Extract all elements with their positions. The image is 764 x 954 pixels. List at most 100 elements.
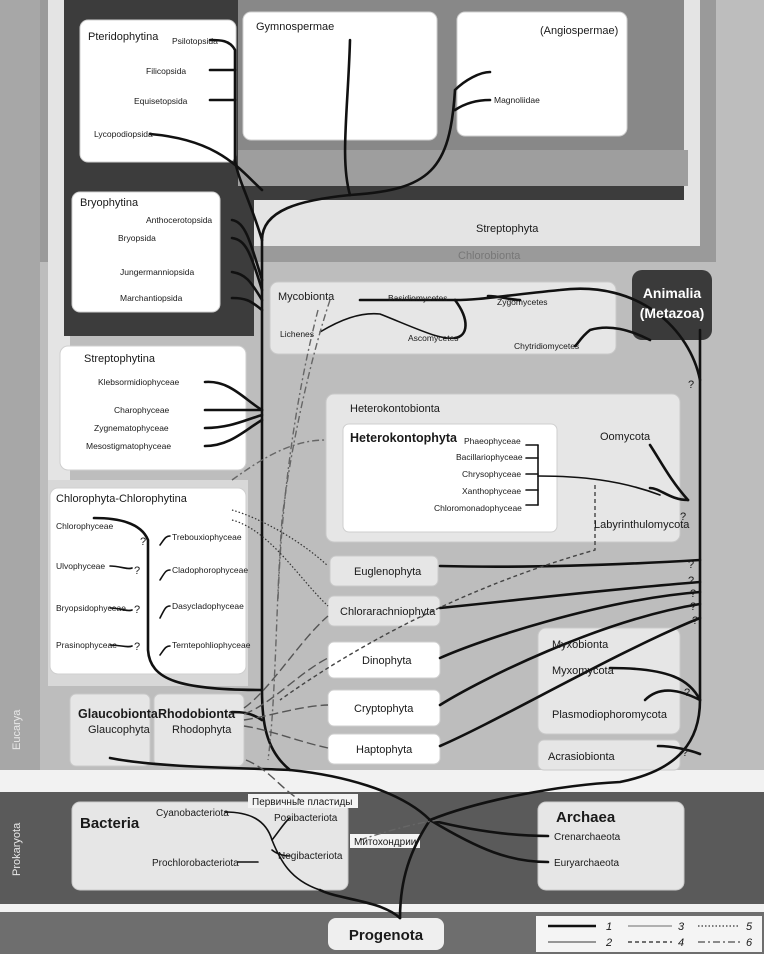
cyanobacteriota-label: Cyanobacteriota [156, 808, 229, 819]
mesostigmatophyceae-label: Mesostigmatophyceae [86, 441, 171, 451]
bacteria-box [71, 801, 349, 891]
zygomycetes-label: Zygomycetes [497, 297, 548, 307]
cladophorophyceae-label: Cladophorophyceae [172, 565, 248, 575]
magnoliidae-label: Magnoliidae [494, 95, 540, 105]
question-mark: ? [134, 641, 140, 653]
euryarchaeota-label: Euryarchaeota [554, 858, 619, 869]
chlorobionta-label: Chlorobionta [458, 250, 521, 262]
posibacteriota-label: Posibacteriota [274, 813, 338, 824]
charophyceae-label: Charophyceae [114, 405, 170, 415]
myxobionta-label: Myxobionta [552, 639, 609, 651]
streptophyta-label: Streptophyta [476, 223, 539, 235]
lichenes-label: Lichenes [280, 329, 314, 339]
question-mark: ? [134, 604, 140, 616]
cryptophyta-label: Cryptophyta [354, 703, 414, 715]
question-mark: ? [684, 687, 690, 699]
legend: 1 2 3 4 5 6 [548, 921, 753, 949]
dasycladophyceae-label: Dasycladophyceae [172, 601, 244, 611]
marchantiopsida-label: Marchantiopsida [120, 293, 183, 303]
cryptophyta-box [327, 689, 441, 727]
ulvophyceae-label: Ulvophyceae [56, 561, 105, 571]
negibacteriota-label: Negibacteriota [278, 851, 343, 862]
euglenophyta-label: Euglenophyta [354, 566, 422, 578]
labyrinthulomycota-label: Labyrinthulomycota [594, 519, 690, 531]
legend-label-5: 5 [746, 921, 753, 933]
klebsormidiophyceae-label: Klebsormidiophyceae [98, 377, 180, 387]
oomycota-label: Oomycota [600, 431, 651, 443]
haptophyta-box [327, 733, 441, 765]
bryopsidophyceae-label: Bryopsidophyceae [56, 603, 126, 613]
mitochondria-label: Митохондрии [354, 837, 416, 848]
chloromonadophyceae-label: Chloromonadophyceae [434, 503, 522, 513]
question-mark: ? [680, 511, 686, 523]
endosymbiosis-lines [231, 299, 596, 841]
mycobionta-label: Mycobionta [278, 291, 335, 303]
animalia-label: Animalia [643, 285, 702, 301]
glaucophyta-label: Glaucophyta [88, 724, 151, 736]
lycopodiopsida-label: Lycopodiopsida [94, 129, 153, 139]
streptophytina-label: Streptophytina [84, 353, 156, 365]
jungermanniopsida-label: Jungermanniopsida [120, 267, 194, 277]
chlorarachniophyta-box [327, 595, 441, 627]
glaucobionta-box [69, 693, 151, 767]
mitochondria-tag [350, 834, 420, 848]
progenota-box [328, 918, 444, 950]
plasmodiophoromycota-label: Plasmodiophoromycota [552, 709, 668, 721]
heterokontophyta-label: Heterokontophyta [350, 431, 458, 445]
animalia-box [632, 270, 712, 340]
eucarya-band [0, 0, 40, 770]
legend-label-1: 1 [606, 921, 612, 933]
eucarya-label: Eucarya [11, 709, 23, 750]
angiospermae-box [456, 11, 628, 137]
euglenophyta-box [329, 555, 439, 587]
chytridiomycetes-label: Chytridiomycetes [514, 341, 579, 351]
prochlorobacteriota-label: Prochlorobacteriota [152, 858, 239, 869]
labels: Pteridophytina Psilotopsida Filicopsida … [11, 21, 704, 944]
gymnospermae-box [242, 11, 438, 141]
bryophytina-box [71, 191, 221, 313]
streptophytina-box [59, 345, 247, 471]
legend-box [536, 916, 762, 952]
legend-label-2: 2 [605, 937, 612, 949]
progenota-label: Progenota [349, 927, 424, 944]
psilotopsida-label: Psilotopsida [172, 36, 218, 46]
question-mark: ? [134, 565, 140, 577]
dinophyta-label: Dinophyta [362, 655, 412, 667]
gymnospermae-label: Gymnospermae [256, 21, 334, 33]
xanthophyceae-label: Xanthophyceae [462, 486, 521, 496]
glaucobionta-label: Glaucobionta [78, 707, 159, 721]
bryopsida-label: Bryopsida [118, 233, 156, 243]
question-mark: ? [692, 615, 698, 627]
primary-plastids-label: Первичные пластиды [252, 797, 352, 808]
chlorarachniophyta-label: Chlorarachniophyta [340, 606, 436, 618]
legend-label-3: 3 [678, 921, 685, 933]
anthocerotopsida-label: Anthocerotopsida [146, 215, 212, 225]
question-mark: ? [688, 559, 694, 571]
equisetopsida-label: Equisetopsida [134, 96, 188, 106]
rhodophyta-label: Rhodophyta [172, 724, 232, 736]
metazoa-label: (Metazoa) [640, 305, 705, 321]
archaea-label: Archaea [556, 809, 616, 826]
question-mark: ? [682, 747, 688, 759]
question-mark: ? [690, 588, 696, 600]
question-mark: ? [688, 379, 694, 391]
phaeophyceae-label: Phaeophyceae [464, 436, 521, 446]
haptophyta-label: Haptophyta [356, 744, 413, 756]
trebouxiophyceae-label: Trebouxiophyceae [172, 532, 242, 542]
mycobionta-box [269, 281, 617, 355]
legend-label-4: 4 [678, 937, 684, 949]
ascomycetes-label: Ascomycetes [408, 333, 459, 343]
tree-lines [92, 38, 702, 920]
chlorophytina-label: Chlorophyta-Chlorophytina [56, 493, 188, 505]
archaea-box [537, 801, 685, 891]
bacteria-label: Bacteria [80, 815, 140, 832]
chrysophyceae-label: Chrysophyceae [462, 469, 521, 479]
primary-plastids-tag [248, 794, 358, 808]
bacillariophyceae-label: Bacillariophyceae [456, 452, 523, 462]
basidiomycetes-label: Basidiomycetes [388, 293, 448, 303]
heterokontobionta-label: Heterokontobionta [350, 403, 441, 415]
question-mark: ? [690, 601, 696, 613]
legend-label-6: 6 [746, 937, 753, 949]
